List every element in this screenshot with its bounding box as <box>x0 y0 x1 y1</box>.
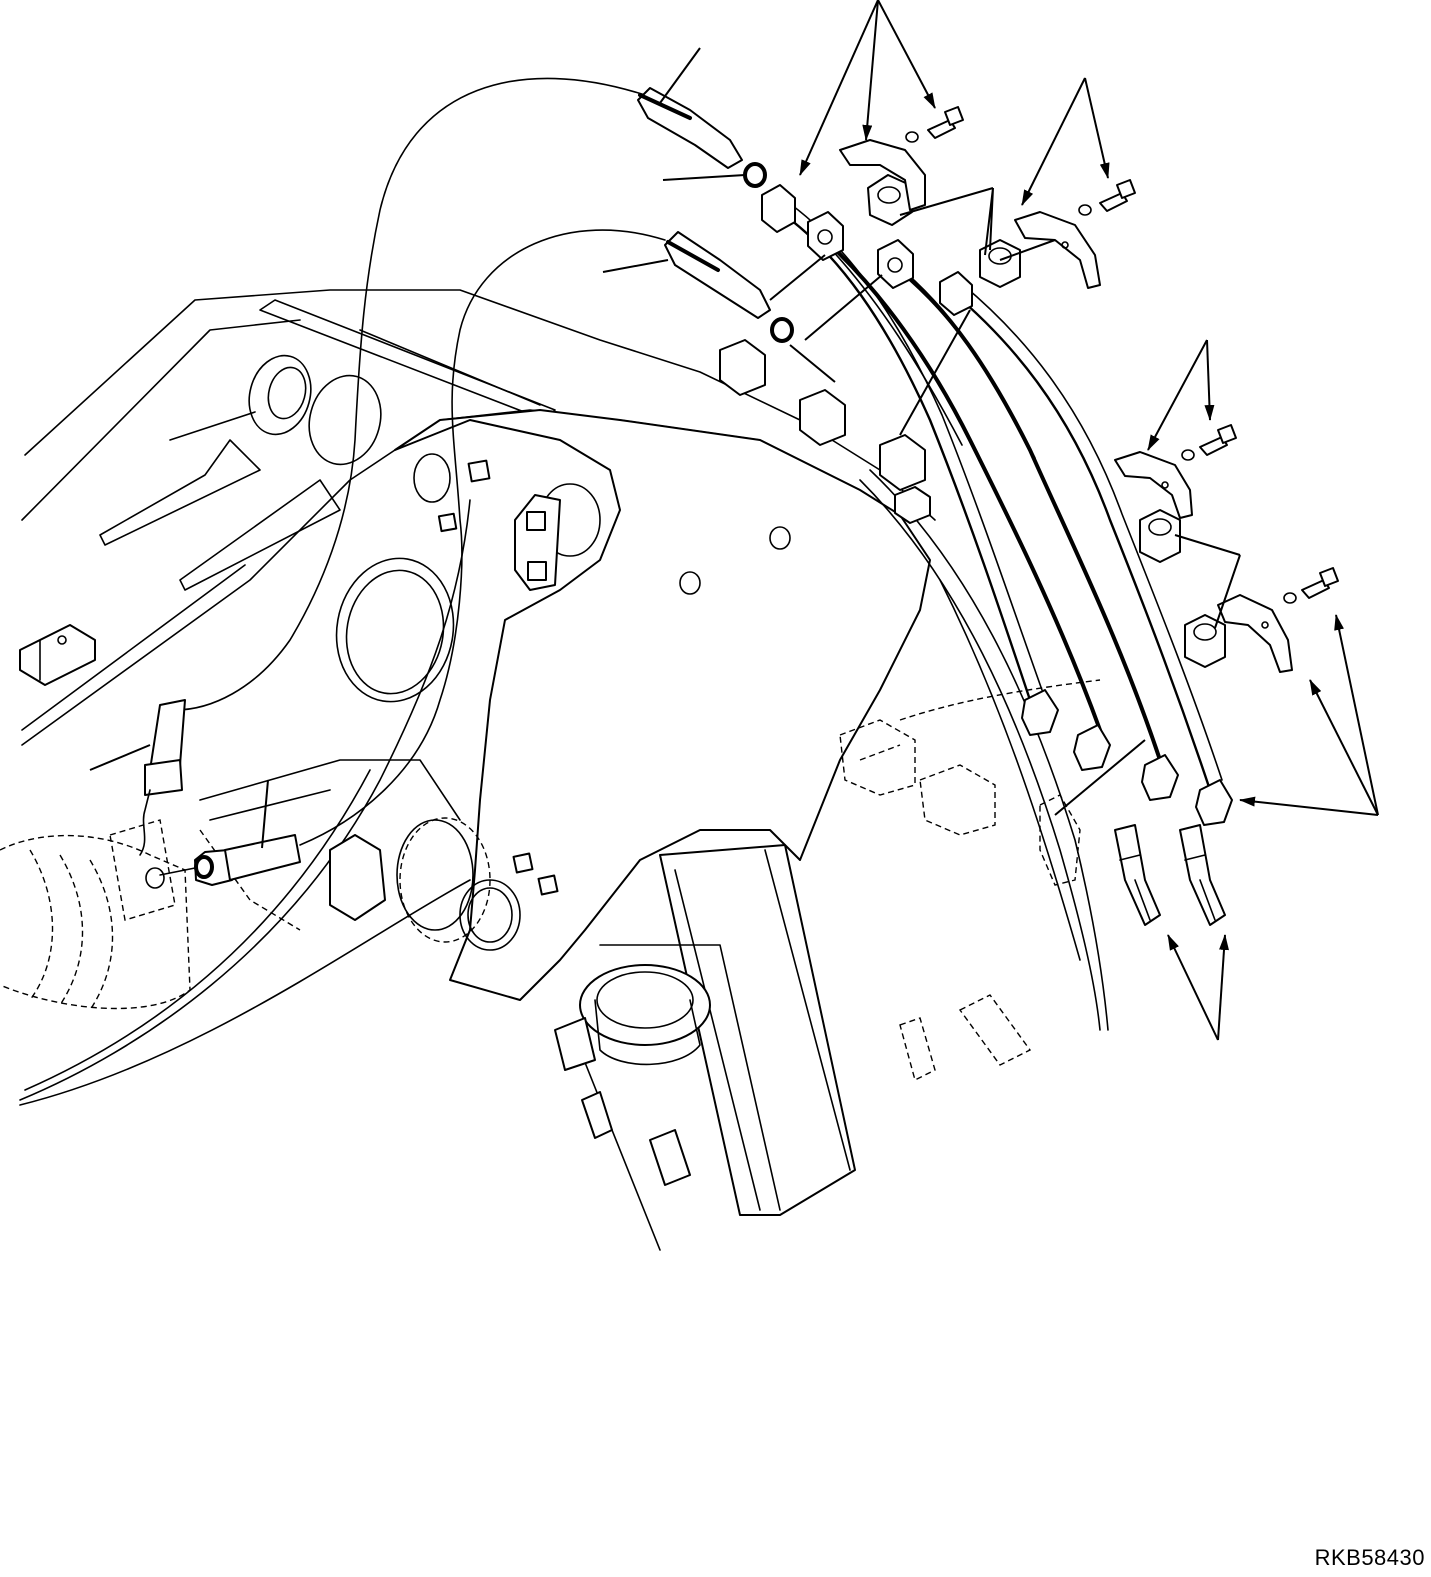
bolt-group-2 <box>1078 179 1136 216</box>
drawing-reference-code: RKB58430 <box>1314 1545 1425 1570</box>
bolt-group-3 <box>1181 424 1237 461</box>
bolt-group-4 <box>1283 567 1339 604</box>
hydraulic-cylinder <box>554 844 856 1251</box>
boom-structure <box>19 289 1109 1106</box>
fittings <box>139 87 1339 889</box>
leader-lines <box>89 0 1379 1041</box>
bolt-group-1 <box>905 106 964 143</box>
hoses <box>174 77 1233 926</box>
